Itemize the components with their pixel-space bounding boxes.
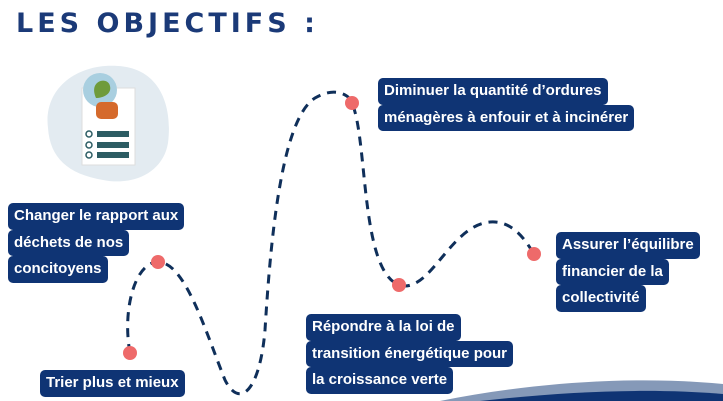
label-line: transition énergétique pour (306, 340, 514, 367)
objective-sort-better: Trier plus et mieux (40, 370, 185, 397)
decorative-wave (440, 380, 723, 401)
label-line: la croissance verte (306, 367, 454, 394)
label-line: collectivité (556, 285, 646, 312)
milestone-dot (151, 255, 165, 269)
label-line: Répondre à la loi de (306, 314, 461, 341)
milestone-dot (123, 346, 137, 360)
illustration-checklist-bulb (47, 65, 169, 182)
objective-energy-transition: Répondre à la loi de transition énergéti… (306, 314, 514, 394)
milestone-dot (527, 247, 541, 261)
leaf-icon (94, 80, 111, 98)
label-line: Trier plus et mieux (40, 370, 185, 397)
label-line: Assurer l’équilibre (556, 232, 700, 259)
label-line: concitoyens (8, 256, 108, 283)
label-line: ménagères à enfouir et à incinérer (378, 104, 635, 131)
label-line: financier de la (556, 258, 669, 285)
milestone-dot (345, 96, 359, 110)
label-line: Changer le rapport aux (8, 203, 185, 230)
milestone-dot (392, 278, 406, 292)
label-line: Diminuer la quantité d’ordures (378, 78, 608, 105)
objective-financial-balance: Assurer l’équilibre financier de la coll… (556, 232, 700, 312)
objective-change-relationship: Changer le rapport aux déchets de nos co… (8, 203, 185, 283)
label-line: déchets de nos (8, 229, 130, 256)
objective-reduce-waste: Diminuer la quantité d’ordures ménagères… (378, 78, 635, 131)
page-title: LES OBJECTIFS : (16, 8, 319, 39)
